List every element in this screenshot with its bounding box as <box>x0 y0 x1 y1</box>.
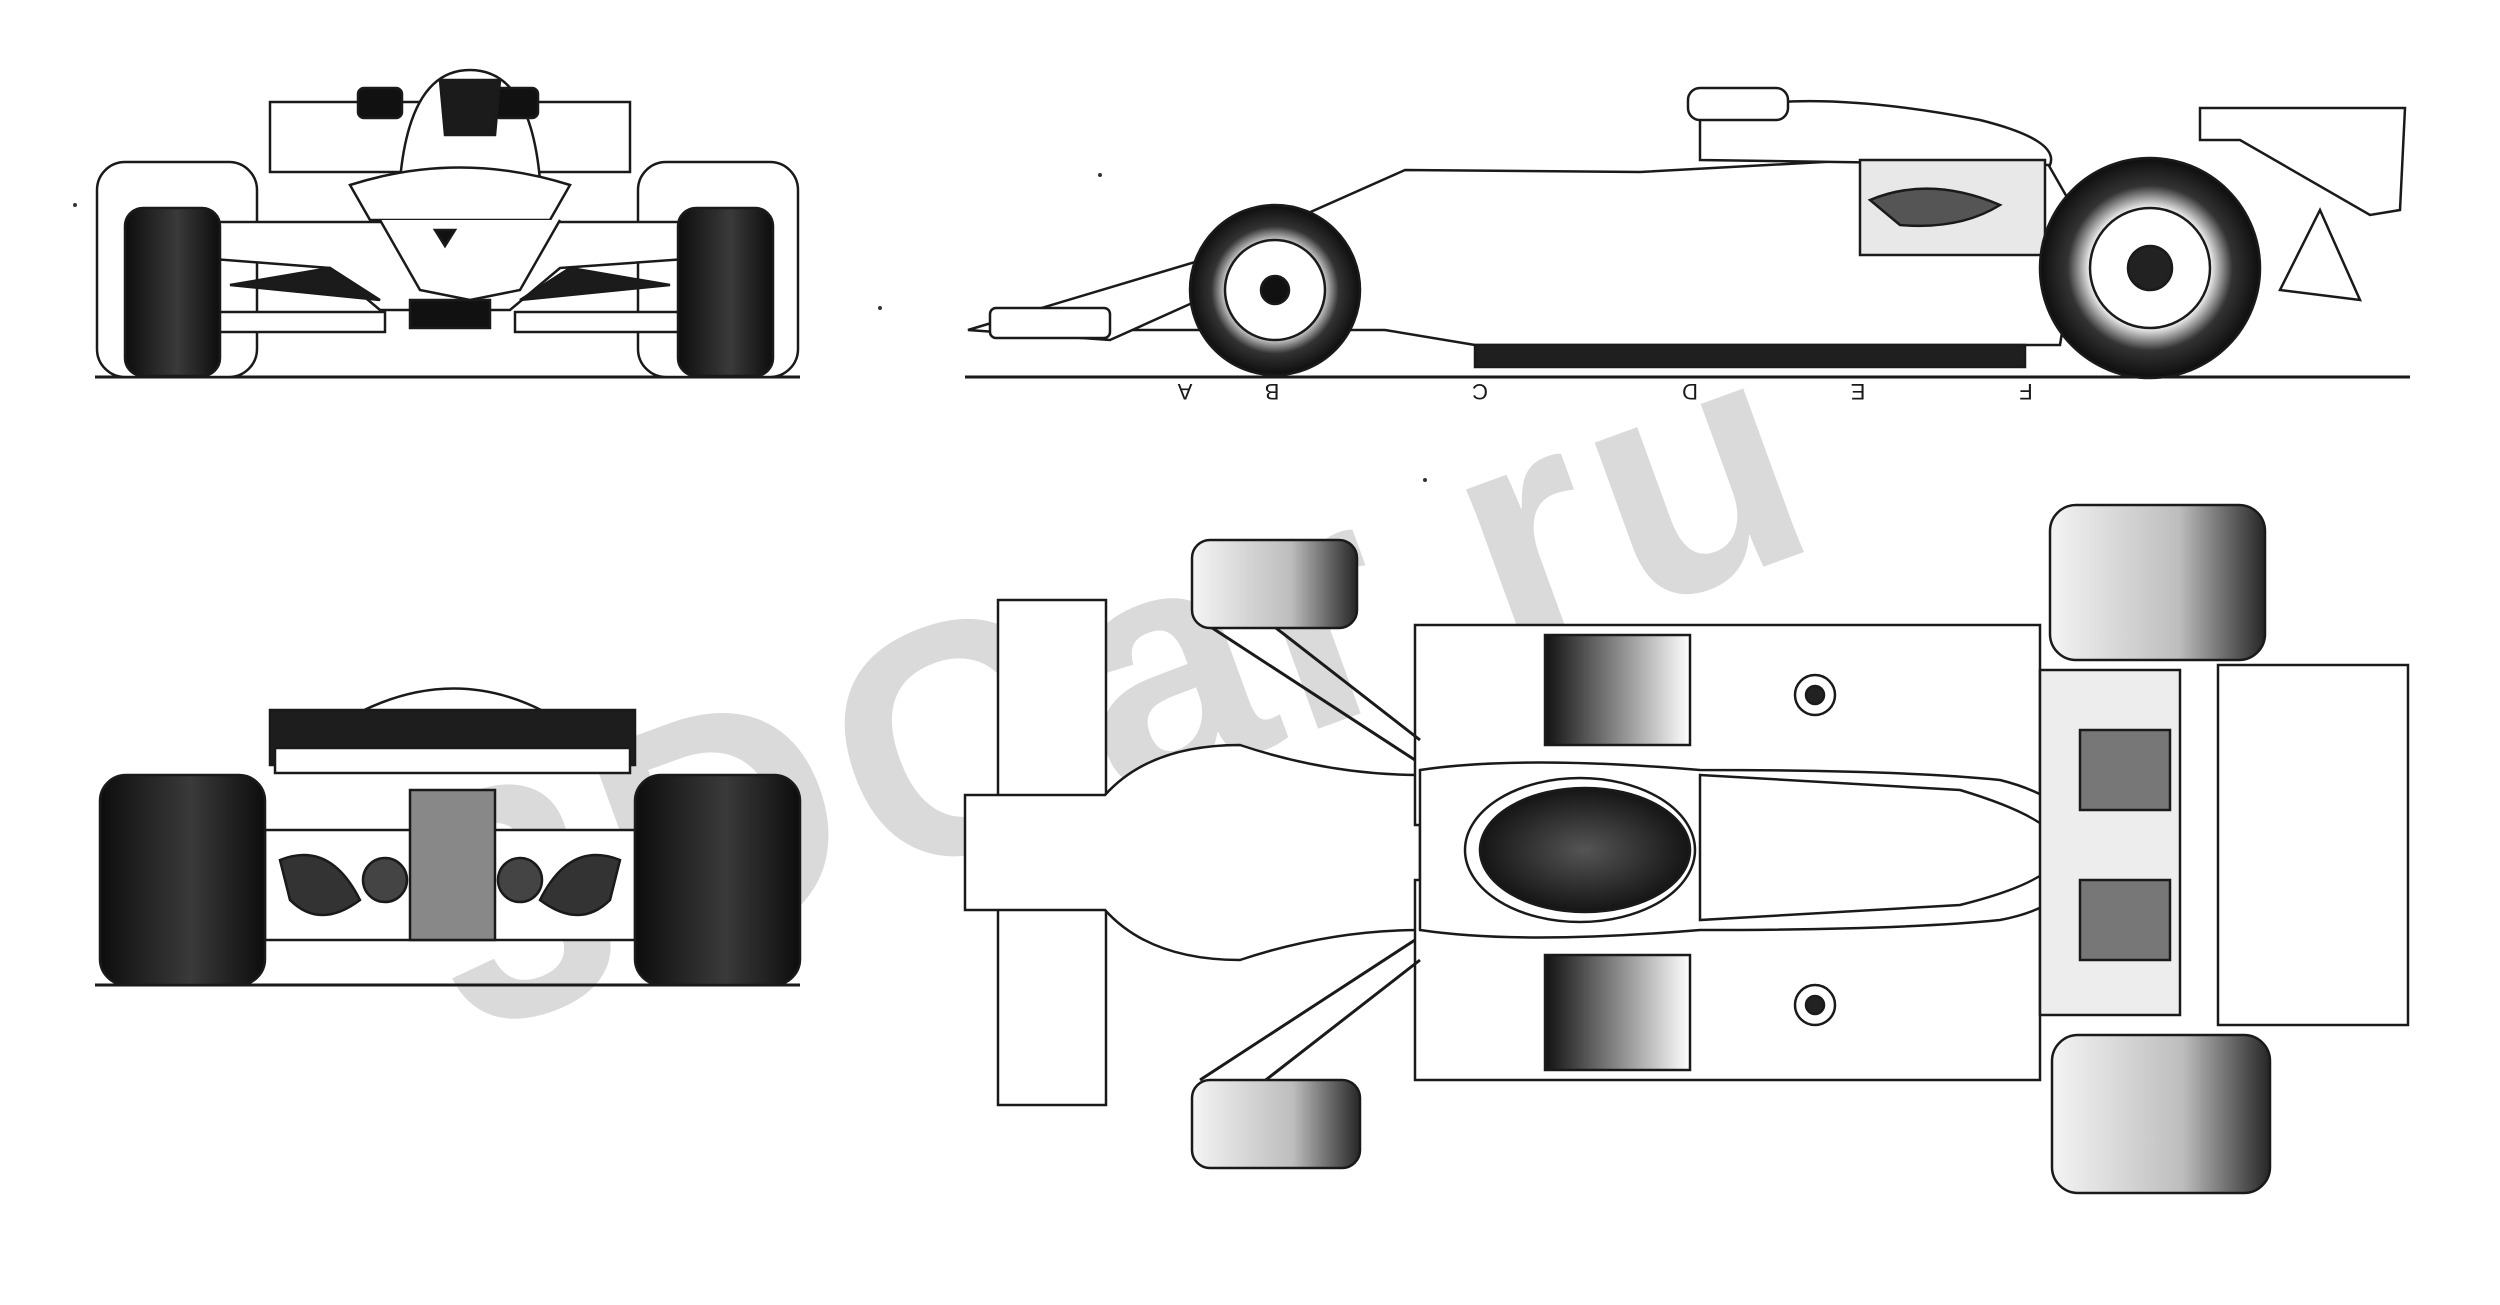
scan-specks <box>73 173 1427 482</box>
top-view-rear-tire-left <box>2048 503 2267 662</box>
station-label-a: A <box>1177 379 1192 404</box>
front-view-mirror-left <box>356 86 404 120</box>
top-view <box>963 503 2410 1195</box>
front-view-cockpit <box>348 166 572 222</box>
station-label-c: C <box>1472 379 1488 404</box>
front-view-front-wing-right <box>513 310 707 334</box>
station-label-b: B <box>1265 379 1280 404</box>
rear-view-rollhoop <box>359 687 546 714</box>
station-label-f: F <box>2019 379 2032 404</box>
front-view <box>95 68 800 379</box>
top-view-engine-bay <box>2038 668 2182 1017</box>
top-view-rear-wing <box>2216 663 2410 1027</box>
rear-view-tire-right <box>633 773 802 987</box>
rear-view <box>95 687 802 987</box>
top-view-rear-tire-right <box>2050 1033 2272 1195</box>
front-view-front-wing-left <box>193 310 387 334</box>
side-view-airbox-top <box>1686 86 1790 122</box>
station-label-d: D <box>1682 379 1698 404</box>
station-label-e: E <box>1851 379 1866 404</box>
front-view-mirror-right <box>492 86 540 120</box>
side-view-skirt <box>1473 343 2027 369</box>
front-view-nose-badge <box>432 228 458 249</box>
rear-view-tire-left <box>98 773 267 987</box>
front-view-intake <box>438 78 502 137</box>
top-view-front-tire-right <box>1190 1078 1362 1170</box>
front-view-front-tire-right <box>676 206 775 378</box>
side-view-rear-wing <box>2198 106 2407 217</box>
top-view-front-tire-left <box>1190 538 1359 630</box>
side-view: A B C D E F <box>965 86 2410 404</box>
front-view-front-tire-left <box>123 206 222 378</box>
front-view-splitter <box>408 298 492 330</box>
side-view-station-labels: A B C D E F <box>1177 379 2032 404</box>
